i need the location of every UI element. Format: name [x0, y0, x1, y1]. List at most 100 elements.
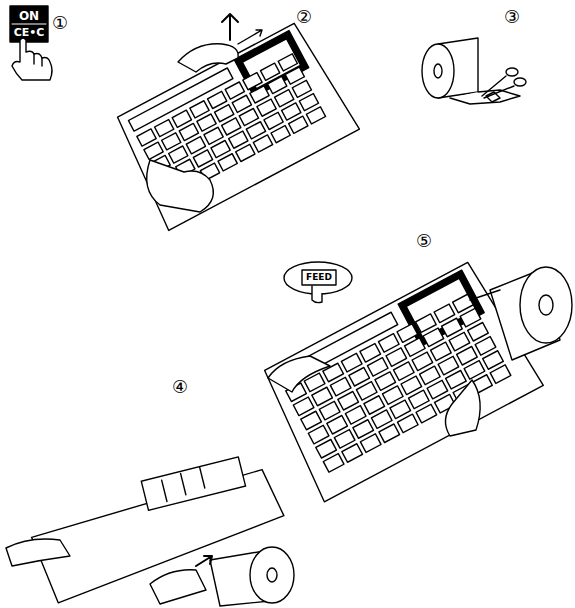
key [316, 439, 337, 458]
key [393, 362, 414, 381]
key [229, 131, 248, 148]
key [197, 114, 216, 131]
key [457, 346, 478, 365]
key [285, 67, 304, 84]
key [449, 332, 470, 351]
key [341, 353, 362, 372]
step-number: ② [296, 8, 312, 26]
key [257, 99, 276, 116]
paper-roll [210, 547, 294, 606]
key [268, 76, 287, 93]
key [338, 391, 359, 410]
key [323, 454, 344, 473]
key [275, 90, 294, 107]
pointing-hand [12, 38, 52, 80]
key [364, 396, 385, 415]
key [371, 410, 392, 429]
key [253, 135, 272, 152]
key [375, 372, 396, 391]
key [330, 377, 351, 396]
key [409, 390, 430, 409]
key [301, 411, 322, 430]
key [250, 86, 269, 103]
key [490, 365, 511, 384]
key [431, 342, 452, 361]
key [386, 348, 407, 367]
key [442, 318, 463, 337]
key [246, 122, 265, 139]
key [390, 400, 411, 419]
key [397, 324, 418, 343]
key [334, 430, 355, 449]
step-number: ③ [504, 8, 520, 26]
key [319, 401, 340, 420]
key [379, 424, 400, 443]
hand [147, 14, 262, 212]
key [172, 110, 191, 127]
key [342, 444, 363, 463]
key [137, 129, 156, 146]
calculator [111, 20, 360, 231]
key [460, 308, 481, 327]
key [232, 95, 251, 112]
key [215, 105, 234, 122]
key [345, 406, 366, 425]
key [360, 434, 381, 453]
key [306, 107, 325, 124]
key [401, 376, 422, 395]
key [243, 73, 262, 90]
key [327, 415, 348, 434]
key [423, 328, 444, 347]
key [312, 387, 333, 406]
key [204, 127, 223, 144]
key [293, 397, 314, 416]
key [397, 414, 418, 433]
key [260, 63, 279, 80]
step-number: ⑤ [416, 232, 432, 250]
key [225, 82, 244, 99]
key [434, 304, 455, 323]
key [367, 358, 388, 377]
key [349, 367, 370, 386]
key-label: ON [19, 10, 39, 22]
key [211, 140, 230, 157]
paper-roll [470, 267, 572, 360]
scissors [482, 68, 526, 98]
key [453, 294, 474, 313]
key [271, 126, 290, 143]
key [299, 94, 318, 111]
key [218, 154, 237, 171]
key [162, 133, 181, 150]
key [278, 54, 297, 71]
key-label: CE•C [14, 27, 45, 38]
key [412, 352, 433, 371]
key [464, 361, 485, 380]
key [360, 343, 381, 362]
key [222, 118, 241, 135]
key [446, 370, 467, 389]
key [190, 101, 209, 118]
key [308, 425, 329, 444]
key [144, 142, 163, 159]
key [378, 334, 399, 353]
step-number: ① [52, 14, 68, 32]
key [483, 351, 504, 370]
key [282, 103, 301, 120]
key [427, 380, 448, 399]
key [239, 108, 258, 125]
hand [268, 356, 480, 436]
key [468, 322, 489, 341]
key [264, 112, 283, 129]
key [475, 337, 496, 356]
key [169, 146, 188, 163]
key [382, 386, 403, 405]
key [416, 314, 437, 333]
key-label: FEED [306, 273, 332, 282]
key [236, 144, 255, 161]
key [193, 150, 212, 167]
key [155, 120, 174, 137]
feed-callout [284, 262, 352, 303]
paper-roll [422, 38, 520, 104]
